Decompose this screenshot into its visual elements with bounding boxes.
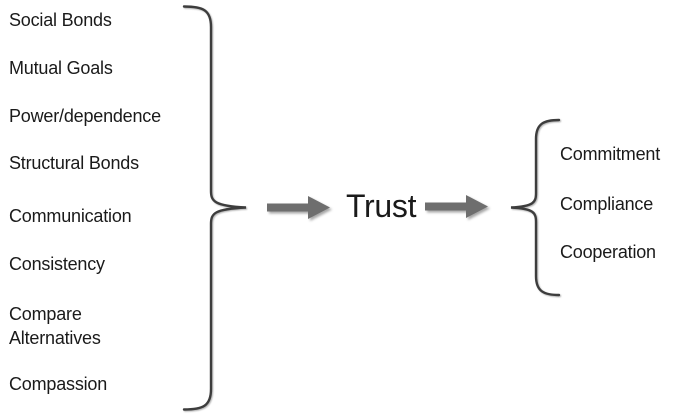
antecedent-label-power-dependence: Power/dependence [9, 106, 161, 126]
outcome-label-cooperation: Cooperation [560, 242, 656, 262]
antecedent-label-compare-alternatives: Compare Alternatives [9, 304, 101, 348]
antecedent-label-social-bonds: Social Bonds [9, 10, 112, 30]
trust-label: Trust [346, 188, 417, 224]
antecedent-label-consistency: Consistency [9, 254, 105, 274]
antecedent-label-mutual-goals: Mutual Goals [9, 58, 113, 78]
outcome-label-compliance: Compliance [560, 194, 654, 214]
arrow-antecedents-to-trust-icon [267, 196, 330, 219]
right-curly-brace-icon [510, 118, 561, 297]
left-curly-brace-icon [182, 5, 247, 411]
arrow-trust-to-outcomes-icon [425, 195, 488, 218]
antecedent-label-communication: Communication [9, 206, 132, 226]
antecedent-label-compassion: Compassion [9, 374, 108, 394]
antecedent-label-structural-bonds: Structural Bonds [9, 153, 139, 173]
outcome-label-commitment: Commitment [560, 144, 661, 164]
